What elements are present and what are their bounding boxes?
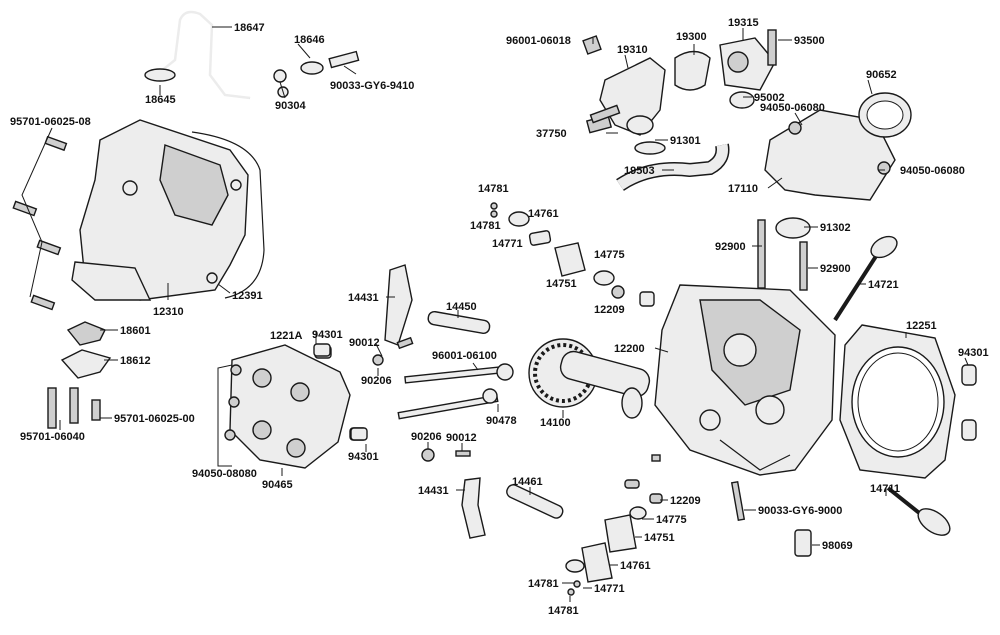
label-14761-b: 14761 <box>620 560 651 572</box>
label-14781-b: 14781 <box>470 220 501 232</box>
label-14751-a: 14751 <box>546 278 577 290</box>
thermostat-group <box>582 29 777 191</box>
label-90012-a: 90012 <box>349 337 380 349</box>
label-14781-d: 14781 <box>548 605 579 617</box>
label-19503: 19503 <box>624 165 655 177</box>
label-14751-b: 14751 <box>644 532 675 544</box>
label-91301: 91301 <box>670 135 701 147</box>
head-gasket <box>839 324 956 479</box>
label-12209-b: 12209 <box>670 495 701 507</box>
label-18647: 18647 <box>234 22 265 34</box>
part-labels: 18647 18646 18645 90304 90033-GY6-9410 9… <box>10 17 989 617</box>
label-94301-b: 94301 <box>958 347 989 359</box>
label-91302: 91302 <box>820 222 851 234</box>
label-14775-a: 14775 <box>594 249 625 261</box>
label-14781-c: 14781 <box>528 578 559 590</box>
label-14431-a: 14431 <box>348 292 379 304</box>
label-98069: 98069 <box>822 540 853 552</box>
label-19315: 19315 <box>728 17 759 29</box>
label-14761-a: 14761 <box>528 208 559 220</box>
label-12251: 12251 <box>906 320 937 332</box>
cylinder-head <box>624 284 836 489</box>
label-14771-b: 14771 <box>594 583 625 595</box>
label-94050-08080: 94050-08080 <box>192 468 257 480</box>
label-94301-a: 94301 <box>312 329 343 341</box>
label-14775-b: 14775 <box>656 514 687 526</box>
label-19310: 19310 <box>617 44 648 56</box>
label-94050-06080-a: 94050-06080 <box>760 102 825 114</box>
label-90033-gy6-9410: 90033-GY6-9410 <box>330 80 414 92</box>
label-19300: 19300 <box>676 31 707 43</box>
plugs-and-bolts <box>589 104 812 557</box>
label-90206-b: 90206 <box>411 431 442 443</box>
label-12310: 12310 <box>153 306 184 318</box>
label-90206-a: 90206 <box>361 375 392 387</box>
label-92900-a: 92900 <box>715 241 746 253</box>
label-12209-a: 12209 <box>594 304 625 316</box>
label-95701-06040: 95701-06040 <box>20 431 85 443</box>
label-90478: 90478 <box>486 415 517 427</box>
studs <box>757 219 808 291</box>
label-12391: 12391 <box>232 290 263 302</box>
cylinder-head-cover <box>71 119 265 301</box>
label-93500: 93500 <box>794 35 825 47</box>
label-18612: 18612 <box>120 355 151 367</box>
label-94301-c: 94301 <box>348 451 379 463</box>
label-14100: 14100 <box>540 417 571 429</box>
label-90652: 90652 <box>866 69 897 81</box>
leader-lines <box>21 26 969 602</box>
label-94050-06080-b: 94050-06080 <box>900 165 965 177</box>
label-90465: 90465 <box>262 479 293 491</box>
cover-bolts <box>12 135 68 311</box>
camshaft <box>528 338 651 419</box>
label-95002: 95002 <box>754 92 785 104</box>
label-90012-b: 90012 <box>446 432 477 444</box>
label-90033-gy6-9000: 90033-GY6-9000 <box>758 505 842 517</box>
label-14461: 14461 <box>512 476 543 488</box>
label-90304: 90304 <box>275 100 306 112</box>
label-17110: 17110 <box>728 183 758 195</box>
label-95701-06025-00: 95701-06025-00 <box>114 413 195 425</box>
label-95701-06025-08: 95701-06025-08 <box>10 116 91 128</box>
label-18645: 18645 <box>145 94 176 106</box>
label-14781-a: 14781 <box>478 183 509 195</box>
label-37750: 37750 <box>536 128 567 140</box>
label-12200: 12200 <box>614 343 645 355</box>
adjuster-caps <box>47 321 112 429</box>
label-14721: 14721 <box>868 279 899 291</box>
intake-manifold <box>764 92 912 239</box>
label-14450: 14450 <box>446 301 477 313</box>
breather-pipe <box>144 10 251 100</box>
label-14771-a: 14771 <box>492 238 523 250</box>
label-18601: 18601 <box>120 325 151 337</box>
valves <box>833 235 951 536</box>
valve-springs-lower <box>565 493 663 596</box>
dowel-pins <box>313 343 977 441</box>
label-92900-b: 92900 <box>820 263 851 275</box>
camshaft-holder <box>224 344 367 469</box>
label-14711: 14711 <box>870 483 900 495</box>
label-14431-b: 14431 <box>418 485 449 497</box>
label-1221a: 1221A <box>270 330 302 342</box>
label-96001-06018: 96001-06018 <box>506 35 571 47</box>
label-18646: 18646 <box>294 34 325 46</box>
rocker-parts <box>372 264 564 539</box>
label-96001-06100: 96001-06100 <box>432 350 497 362</box>
valve-springs-upper <box>490 202 625 299</box>
